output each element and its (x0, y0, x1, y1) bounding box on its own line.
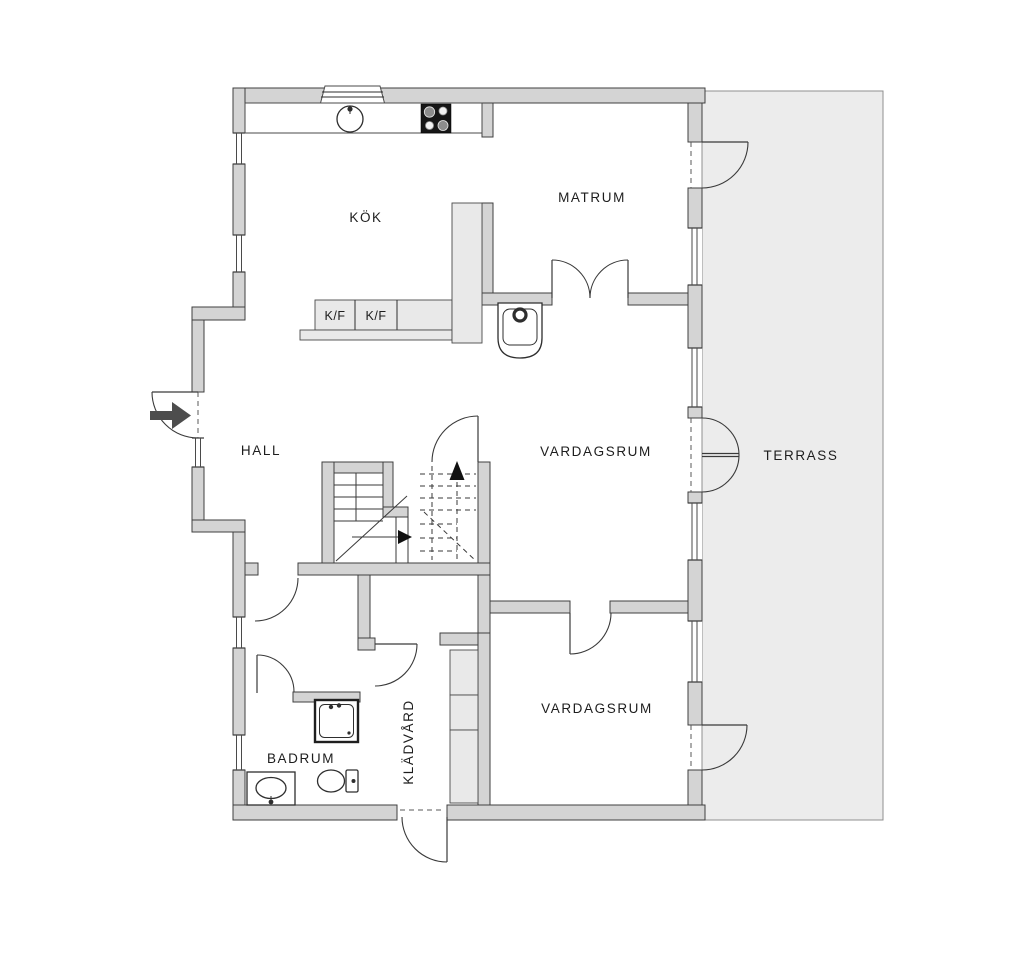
window-icon (688, 227, 702, 286)
window-icon (233, 734, 245, 771)
staircase (334, 461, 477, 563)
bathroom-door-icon (256, 654, 295, 693)
room-label-hall: HALL (241, 443, 281, 458)
room-label-vardagsrum-lower: VARDAGSRUM (541, 701, 653, 716)
toilet-icon (316, 769, 359, 793)
stair-door-icon (431, 415, 479, 463)
terrace-area (701, 90, 884, 821)
living-rooms-door-icon (569, 612, 612, 655)
stove-icon (420, 103, 452, 134)
kitchen-fixtures (244, 85, 543, 359)
laundry-exit-door-icon (400, 809, 448, 863)
counter-front-strip (299, 329, 453, 341)
interior-walls (244, 102, 689, 806)
doors (150, 141, 749, 863)
room-labels: KÖK MATRUM HALL VARDAGSRUM TERRASS VARDA… (241, 190, 839, 785)
entrance-door-icon (151, 391, 199, 439)
room-label-kladvard: KLÄDVÅRD (401, 699, 416, 785)
terrace-double-door-icon (690, 417, 740, 493)
bathroom-sink-icon (246, 771, 296, 806)
room-label-terrass: TERRASS (764, 448, 839, 463)
room-label-badrum: BADRUM (267, 751, 335, 766)
bathroom-fixtures (246, 698, 360, 806)
vent-bay-icon (319, 85, 386, 106)
window-icon (233, 132, 245, 165)
label-kf-right: K/F (366, 309, 387, 323)
room-label-matrum: MATRUM (558, 190, 626, 205)
stair-up-arrow (449, 461, 465, 480)
window-icon (233, 616, 245, 649)
dining-double-door-icon (551, 259, 629, 299)
hall-passage-door-icon (254, 577, 299, 622)
window-icon (688, 502, 702, 561)
window-icon (688, 347, 702, 408)
window-icon (688, 620, 702, 683)
entrance-arrow-icon (150, 402, 191, 429)
room-label-kok: KÖK (349, 210, 382, 225)
tall-cabinet (451, 202, 483, 344)
laundry-door-icon (374, 643, 418, 687)
laundry-cabinets (449, 649, 479, 804)
window-icon (192, 437, 204, 468)
kitchen-sink-icon (336, 105, 364, 133)
living-terrace-door-icon (690, 724, 748, 771)
utility-sink-icon (497, 302, 543, 359)
shower-icon (313, 698, 360, 744)
label-kf-left: K/F (325, 309, 346, 323)
room-label-vardagsrum-upper: VARDAGSRUM (540, 444, 652, 459)
windows (192, 132, 702, 771)
stair-direction-arrow (398, 530, 412, 544)
dining-terrace-door-icon (690, 141, 749, 189)
window-icon (233, 234, 245, 273)
